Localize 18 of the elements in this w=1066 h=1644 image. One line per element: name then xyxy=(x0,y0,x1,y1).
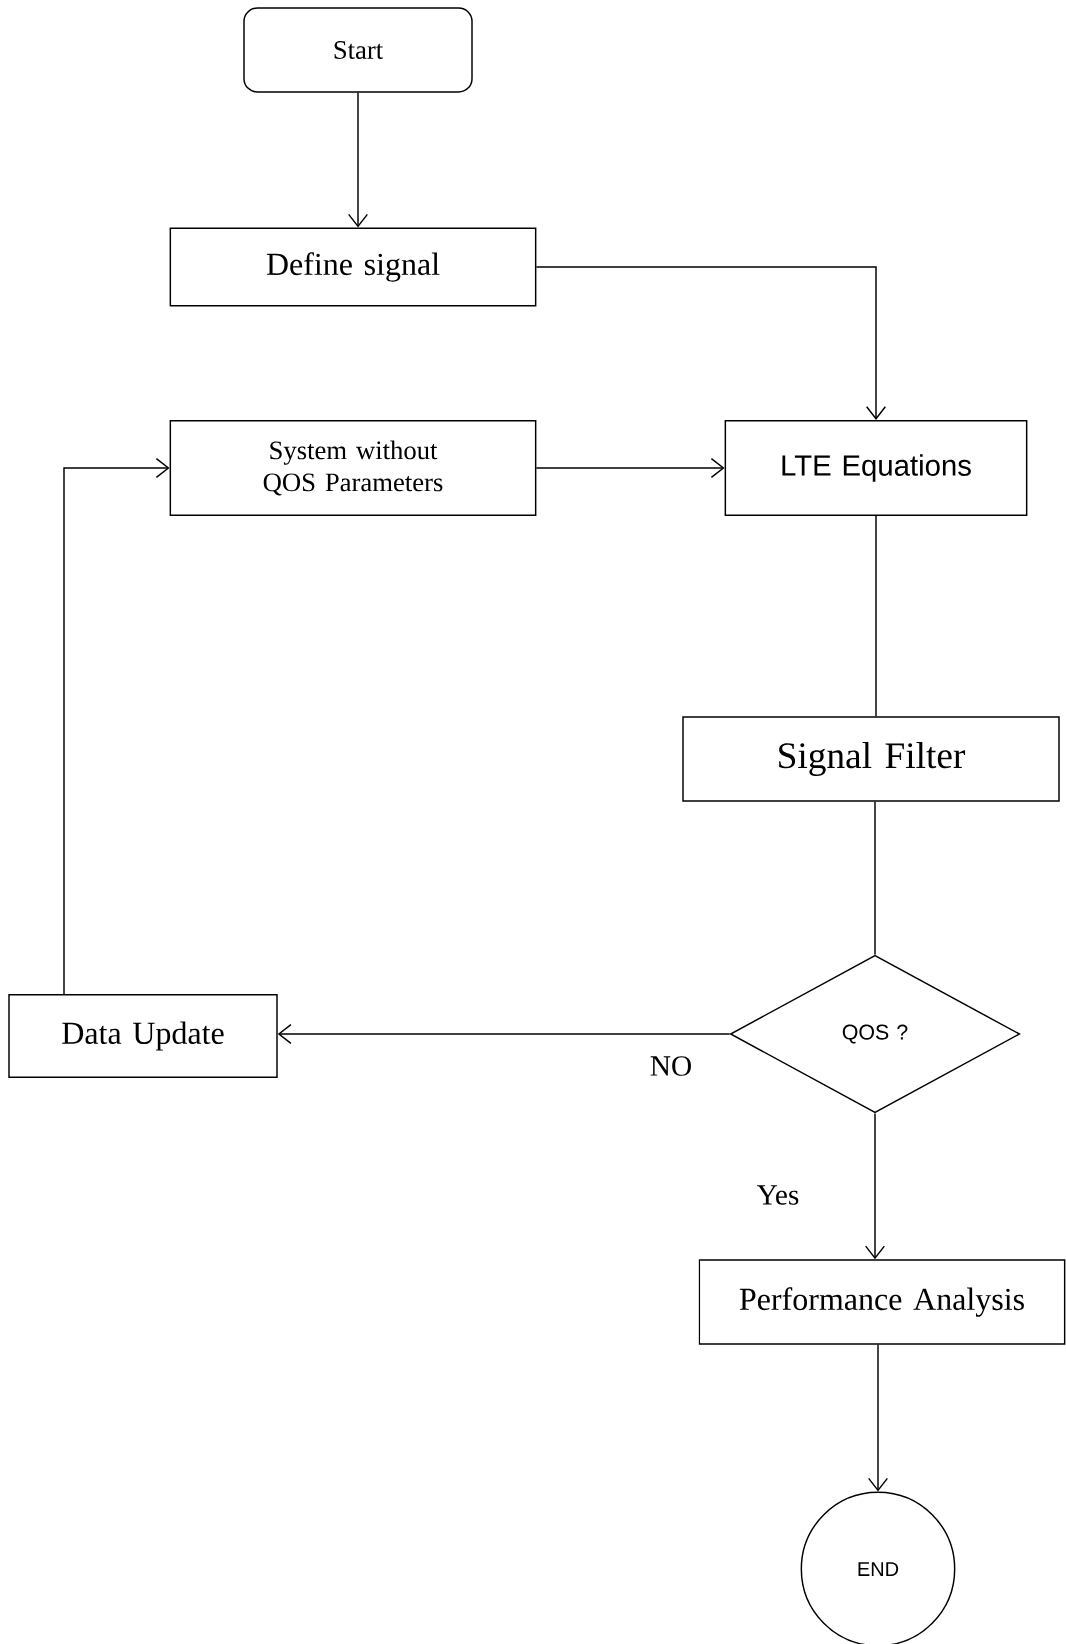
start-box: Start xyxy=(243,7,473,93)
edge-label: Yes xyxy=(755,1183,801,1207)
process-box: Data Update xyxy=(8,993,278,1079)
arrow xyxy=(864,1112,886,1260)
process-box: Signal Filter xyxy=(682,716,1060,802)
arrow xyxy=(867,1344,889,1492)
arrow xyxy=(63,457,170,995)
connector-line xyxy=(875,515,877,717)
process-box: Define signal xyxy=(169,227,537,307)
process-box: LTE Equations xyxy=(724,419,1028,517)
edge-label: NO xyxy=(648,1054,694,1078)
arrow xyxy=(535,266,887,420)
connector-line xyxy=(874,801,876,956)
arrow xyxy=(535,457,725,479)
process-box: Performance Analysis xyxy=(698,1259,1066,1345)
arrow xyxy=(347,92,369,228)
arrow xyxy=(277,1023,731,1045)
process-box: System without QOS Parameters xyxy=(169,419,537,517)
